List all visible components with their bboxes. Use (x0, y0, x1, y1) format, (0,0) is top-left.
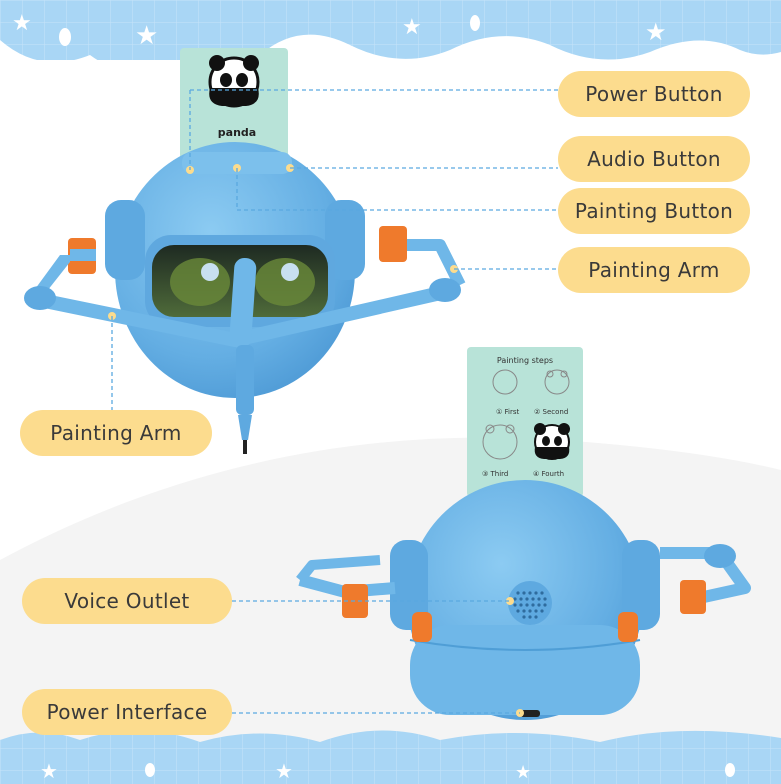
label-power-interface: Power Interface (22, 689, 232, 735)
step-label: ④ Fourth (533, 470, 564, 478)
star-icon: ★ (515, 762, 531, 783)
step-label: ② Second (534, 408, 568, 416)
leader-lines (111, 89, 558, 714)
panda-drawing-icon (534, 423, 570, 460)
star-icon: ★ (402, 15, 422, 40)
label-painting-button: Painting Button (558, 188, 750, 234)
star-icon: ★ (12, 11, 32, 36)
robot-back: Painting steps ① First ② Second ③ Third … (296, 347, 751, 720)
panda-drawing-icon (208, 55, 260, 108)
label-voice-outlet: Voice Outlet (22, 578, 232, 624)
star-icon: ★ (40, 759, 58, 783)
label-painting-arm-left: Painting Arm (20, 410, 212, 456)
panda-card-caption: panda (218, 126, 256, 139)
painting-steps-card: Painting steps ① First ② Second ③ Third … (467, 347, 583, 497)
panda-card: panda (180, 48, 288, 168)
step-label: ③ Third (482, 470, 508, 478)
speaker-grill-icon (508, 581, 552, 625)
step-label: ① First (496, 408, 519, 416)
star-icon: ★ (135, 21, 158, 51)
top-banner: ★ ★ ★ ★ (0, 0, 781, 72)
painting-steps-title: Painting steps (497, 356, 553, 365)
label-power-button: Power Button (558, 71, 750, 117)
robot-front: panda (24, 48, 466, 454)
usb-port-icon (520, 710, 540, 717)
star-icon: ★ (645, 18, 667, 46)
bottom-banner: ★ ★ ★ (0, 730, 781, 784)
label-audio-button: Audio Button (558, 136, 750, 182)
label-painting-arm-right: Painting Arm (558, 247, 750, 293)
star-icon: ★ (275, 759, 293, 783)
